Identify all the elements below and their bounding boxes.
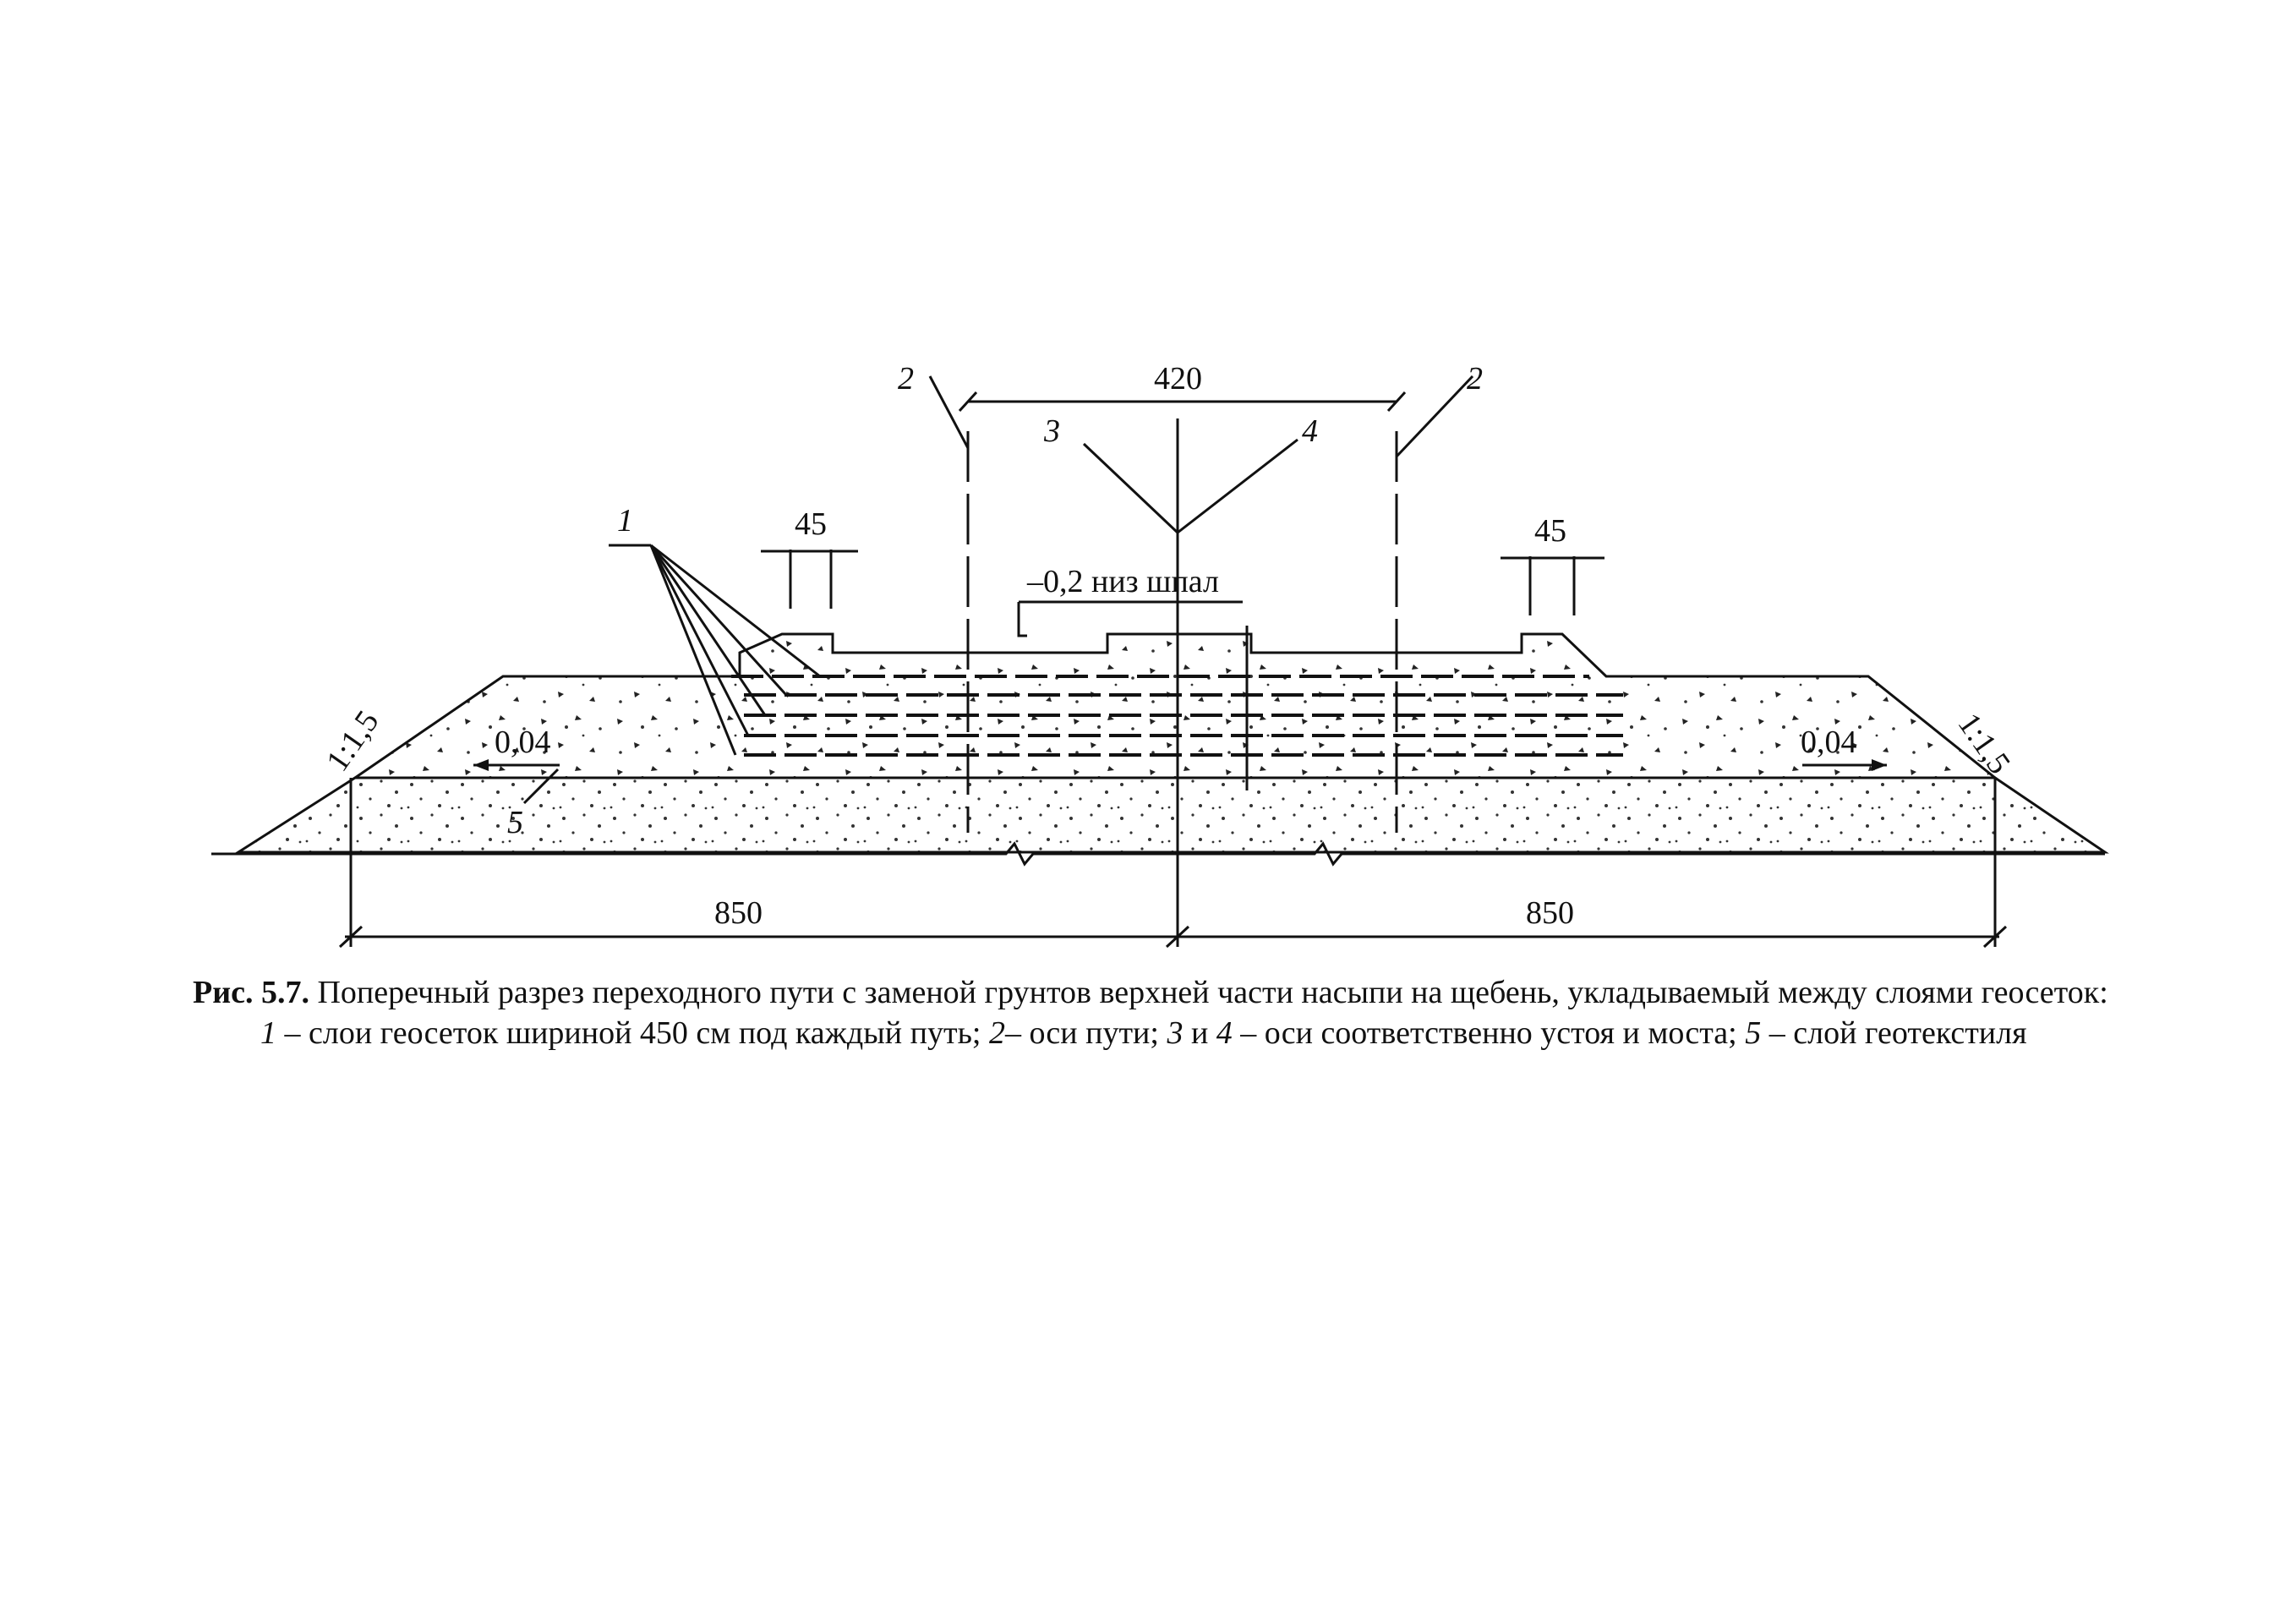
callout-5: 5 bbox=[507, 805, 523, 840]
callout-1: 1 bbox=[617, 503, 633, 539]
dim-420-label: 420 bbox=[1154, 361, 1202, 397]
figure-number: Рис. 5.7. bbox=[193, 975, 309, 1010]
figure-title: Поперечный разрез переходного пути с зам… bbox=[317, 975, 2108, 1010]
legend-text-5: – слой геотекстиля bbox=[1761, 1015, 2027, 1051]
legend-num-3: 3 bbox=[1167, 1015, 1184, 1051]
leader-3 bbox=[1082, 442, 1179, 534]
legend-text-2: – оси пути; bbox=[1004, 1015, 1167, 1051]
ground-line bbox=[211, 841, 2105, 867]
dim-850-right-label: 850 bbox=[1526, 895, 1574, 931]
legend-text-3: и bbox=[1183, 1015, 1216, 1051]
figure-caption: Рис. 5.7. Поперечный разрез переходного … bbox=[193, 972, 2171, 1053]
dim-45-right-label: 45 bbox=[1534, 513, 1566, 549]
legend-num-4: 4 bbox=[1216, 1015, 1233, 1051]
geogrid-layers bbox=[731, 675, 1623, 757]
callout-2-right: 2 bbox=[1467, 361, 1483, 397]
legend-num-5: 5 bbox=[1745, 1015, 1762, 1051]
leader-5 bbox=[522, 768, 560, 805]
legend-num-1: 1 bbox=[260, 1015, 276, 1051]
crossfall-right-label: 0,04 bbox=[1801, 725, 1857, 760]
callout-3: 3 bbox=[1043, 413, 1060, 449]
crossfall-left-label: 0,04 bbox=[495, 725, 551, 760]
caption-legend: 1 – слои геосеток шириной 450 см под каж… bbox=[193, 1013, 2171, 1053]
level-note-leader bbox=[1017, 602, 1027, 637]
leader-2-left bbox=[928, 375, 970, 449]
callout-2-left: 2 bbox=[898, 361, 914, 397]
leader-4 bbox=[1177, 438, 1298, 534]
caption-title-line: Рис. 5.7. Поперечный разрез переходного … bbox=[193, 972, 2171, 1013]
leader-2-right bbox=[1395, 375, 1474, 458]
legend-text-4: – оси соответственно устоя и моста; bbox=[1232, 1015, 1746, 1051]
legend-num-2: 2 bbox=[988, 1015, 1005, 1051]
callout-4: 4 bbox=[1302, 413, 1318, 449]
legend-text-1: – слои геосеток шириной 450 см под кажды… bbox=[276, 1015, 989, 1051]
dim-45-left-label: 45 bbox=[795, 506, 827, 542]
level-note: –0,2 низ шпал bbox=[1026, 564, 1219, 599]
dim-850-left-label: 850 bbox=[714, 895, 763, 931]
